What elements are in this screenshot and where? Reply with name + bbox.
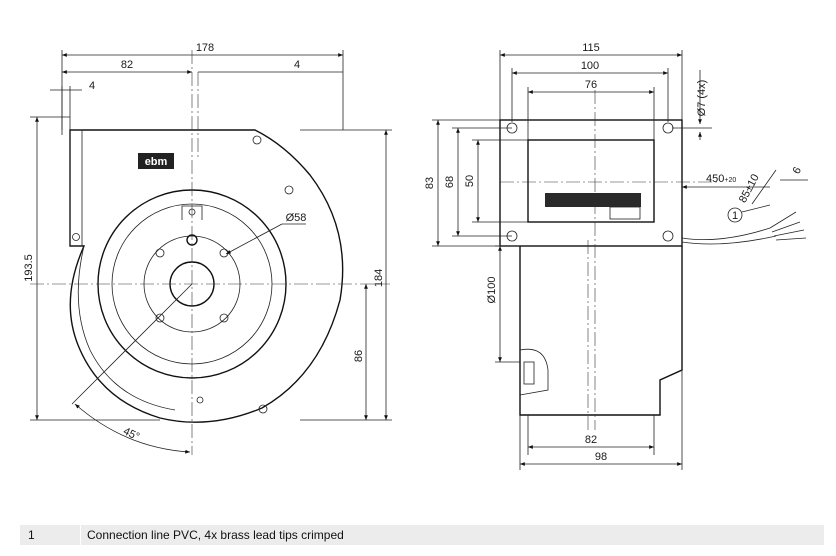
- legend-number: 1: [28, 528, 35, 542]
- callout-circle: [727, 207, 743, 223]
- dim-cable-length: 450+20: [706, 173, 736, 185]
- legend-row: 1 Connection line PVC, 4x brass lead tip…: [20, 525, 824, 545]
- dim-width-100: 100: [581, 60, 599, 72]
- dim-width-4-b: 4: [294, 59, 300, 71]
- housing-screws: [196, 135, 294, 414]
- flange-hole-br: [662, 230, 674, 242]
- dim-height-184: 184: [373, 269, 385, 287]
- dim-overall-width: 178: [196, 42, 214, 54]
- dim-height-68: 68: [444, 176, 456, 188]
- brand-label: ebm: [145, 156, 168, 168]
- front-view: ebm 178 82 4 4 193.5 184 86 Ø58 45°: [23, 42, 392, 455]
- mount-flange: [69, 129, 83, 247]
- dim-height-83: 83: [424, 177, 436, 189]
- dim-angle-45: 45°: [121, 425, 141, 443]
- dim-width-98: 98: [595, 451, 607, 463]
- technical-drawing: ebm 178 82 4 4 193.5 184 86 Ø58 45°: [23, 42, 808, 470]
- dim-height-86: 86: [353, 350, 365, 362]
- front-housing-inner-lip: [77, 245, 176, 411]
- dim-holes: Ø7 (4x): [696, 80, 708, 117]
- cable-leads: [769, 211, 807, 241]
- dim-width-115: 115: [582, 42, 600, 54]
- connection-cable: [681, 227, 777, 245]
- dim-circle-58: Ø58: [286, 212, 307, 224]
- flange-hole-tr: [662, 122, 674, 134]
- brand-plate: [138, 153, 174, 169]
- dim-diameter-100: Ø100: [486, 277, 498, 304]
- motor-box: [527, 139, 655, 223]
- dim-width-82-side: 82: [585, 434, 597, 446]
- flange-hole: [72, 233, 80, 241]
- terminal-block: [545, 193, 641, 207]
- dim-width-4-a: 4: [89, 80, 95, 92]
- side-flange-plate: [499, 119, 683, 247]
- dim-height-193-5: 193.5: [23, 254, 35, 282]
- side-fan-body: [519, 246, 683, 416]
- dim-strip-length: 85±10: [737, 172, 762, 205]
- dim-width-76: 76: [585, 79, 597, 91]
- front-housing-outline: [69, 129, 344, 423]
- dim-strip-6: 6: [791, 165, 804, 176]
- dim-width-82: 82: [121, 59, 133, 71]
- side-view: 115 100 76 Ø7 (4x) 83 68 50 450+20 85±10…: [424, 42, 808, 470]
- callout-number: 1: [732, 210, 738, 222]
- legend-text: Connection line PVC, 4x brass lead tips …: [80, 525, 344, 545]
- dim-height-50: 50: [464, 175, 476, 187]
